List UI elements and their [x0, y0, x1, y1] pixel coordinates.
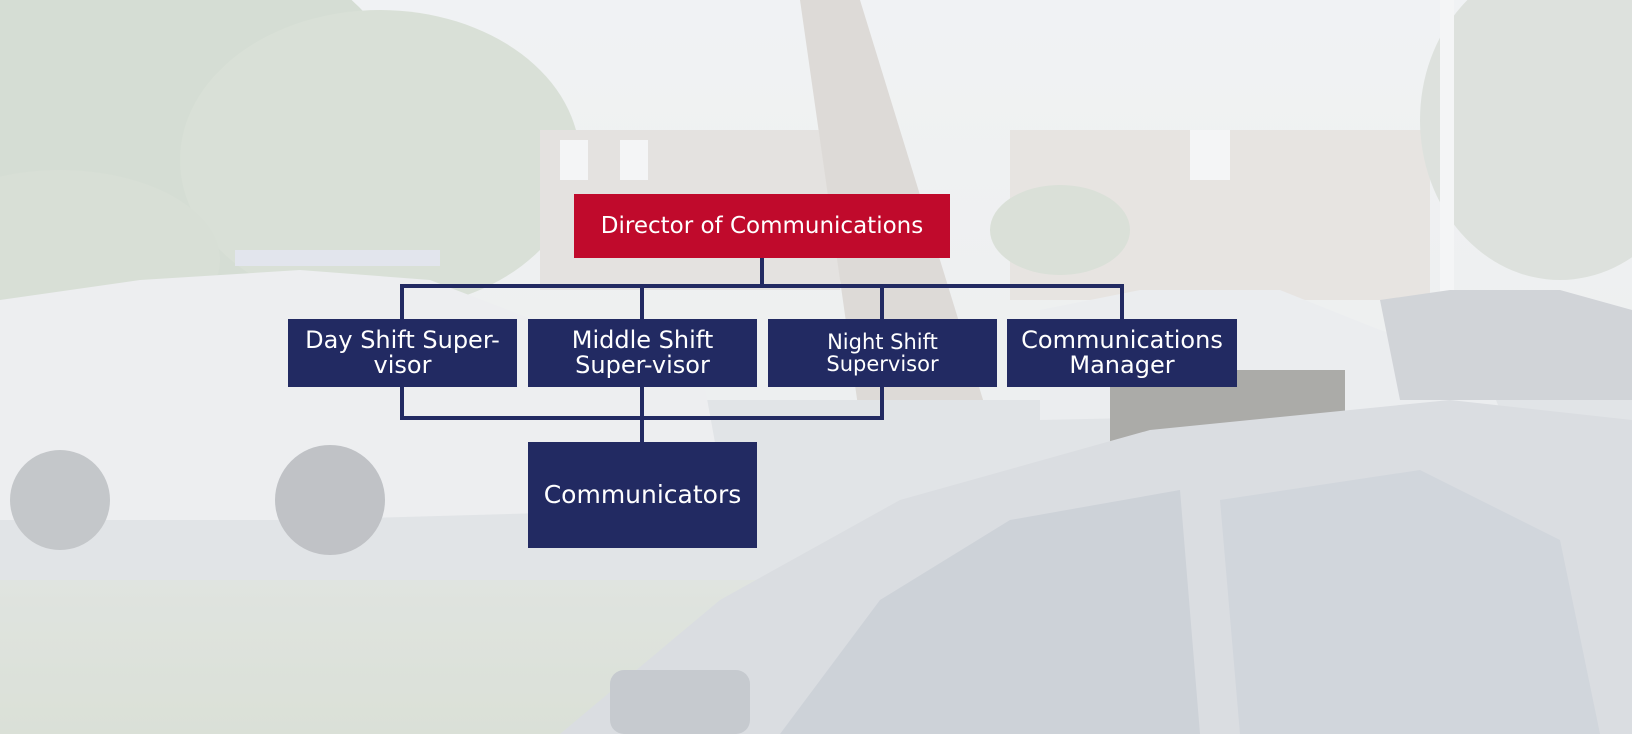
side-mirror: [610, 670, 750, 734]
car-wheel: [275, 445, 385, 555]
foreground-car-window: [1220, 470, 1600, 734]
tree-foliage: [1420, 0, 1632, 280]
director-label: Director of Communications: [600, 212, 924, 239]
building-window: [560, 140, 588, 180]
communications-manager-node: Communications Manager: [1007, 319, 1237, 387]
tree-foliage: [180, 10, 580, 310]
middle-shift-supervisor-node: Middle Shift Super-visor: [528, 319, 757, 387]
hedge: [990, 185, 1130, 275]
day-shift-supervisor-node: Day Shift Super-visor: [288, 319, 517, 387]
communications-manager-label: Communications Manager: [1021, 325, 1223, 379]
foreground-car-window: [780, 490, 1200, 734]
communicators-label: Communicators: [543, 479, 742, 509]
light-bar: [235, 250, 440, 266]
parked-car: [1380, 290, 1632, 400]
building-window: [1190, 130, 1230, 180]
director-node: Director of Communications: [574, 194, 950, 258]
night-shift-supervisor-label: Night Shift Supervisor: [826, 329, 939, 376]
night-shift-supervisor-node: Night Shift Supervisor: [768, 319, 997, 387]
communicators-node: Communicators: [528, 442, 757, 548]
day-shift-supervisor-label: Day Shift Super-visor: [305, 325, 500, 379]
building-window: [620, 140, 648, 180]
car-wheel: [10, 450, 110, 550]
middle-shift-supervisor-label: Middle Shift Super-visor: [571, 325, 714, 379]
